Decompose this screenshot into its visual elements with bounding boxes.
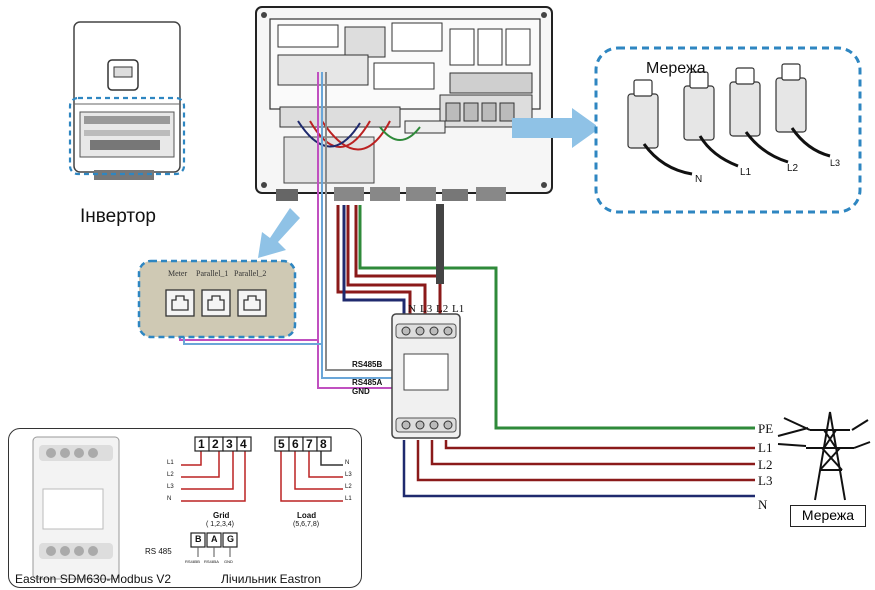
grid-terminal-1: 1 [198,437,205,451]
line-label-l3: L3 [758,473,773,488]
rs485-terminal-a: A [211,534,218,544]
port-label-meter: Meter [168,269,188,278]
inverter-wiring-box [250,3,560,203]
grid-top-label: Мережа [646,60,706,77]
rs485-title: RS 485 [145,547,172,556]
grid-caption-sub: ( 1,2,3,4) [206,521,235,528]
arrow-to-grid [512,108,600,148]
rs485-terminal-b: B [195,534,202,544]
load-right-label-l2: L2 [345,484,352,490]
load-terminal-7: 7 [306,437,313,451]
meter-top-label-l3: L3 [420,303,433,315]
meter-top-label-l2: L2 [436,303,449,315]
grid-left-label-l3: L3 [167,484,174,490]
rs485a-label: RS485A [352,378,383,387]
grid-caption: Grid [213,511,230,520]
grid-terminal-label-n: N [695,174,703,185]
rs485-terminal-g: G [227,534,235,544]
line-label-l1: L1 [758,440,773,455]
meter-footer-left: Eastron SDM630-Modbus V2 [15,572,172,586]
grid-terminal-label-l2: L2 [787,163,799,174]
load-terminal-8: 8 [320,437,327,451]
load-right-label-l1: L1 [345,496,352,502]
inverter-label: Інвертор [80,206,156,227]
port-label-parallel-1: Parallel_1 [196,269,229,278]
comm-port-box [136,258,298,340]
inverter-illustration [60,12,195,192]
rs485b-label: RS485B [352,360,383,369]
load-caption-sub: (5,6,7,8) [293,521,320,528]
line-label-n: N [758,497,768,512]
gnd-label: GND [352,387,370,396]
meter-footer-right: Лічильник Eastron [221,572,322,586]
grid-terminal-box [592,44,864,216]
meter-top-label-l1: L1 [452,303,465,315]
grid-bottom-label: Мережа [801,507,855,523]
grid-bottom-label-box: Мережа [790,505,866,527]
load-right-label-n: N [345,460,350,466]
meter-picture [32,436,120,580]
transmission-tower-icon [777,411,871,501]
load-terminal-6: 6 [292,437,299,451]
rs485-small-a: RS485A [204,559,219,564]
grid-left-label-l1: L1 [167,460,174,466]
meter-detail-panel: 1 2 3 4 L1 L2 L3 N Grid ( 1,2,3,4) 5 6 7… [8,428,362,588]
arrow-to-ports [258,208,300,258]
energy-meter [391,313,461,439]
grid-terminal-label-l3: L3 [830,158,841,168]
port-label-parallel-2: Parallel_2 [234,269,267,278]
meter-top-label-n: N [408,303,416,315]
line-label-l2: L2 [758,457,773,472]
line-label-pe: PE [758,421,774,436]
load-terminal-5: 5 [278,437,285,451]
rs485-small-b: RS485B [185,559,200,564]
load-caption: Load [297,511,317,520]
rs485-small-gnd: GND [224,559,233,564]
grid-left-label-n: N [167,496,172,502]
grid-terminal-2: 2 [212,437,219,451]
grid-terminal-3: 3 [226,437,233,451]
grid-left-label-l2: L2 [167,472,174,478]
load-right-label-l3: L3 [345,472,352,478]
grid-terminal-4: 4 [240,437,247,451]
grid-terminal-label-l1: L1 [740,167,752,178]
